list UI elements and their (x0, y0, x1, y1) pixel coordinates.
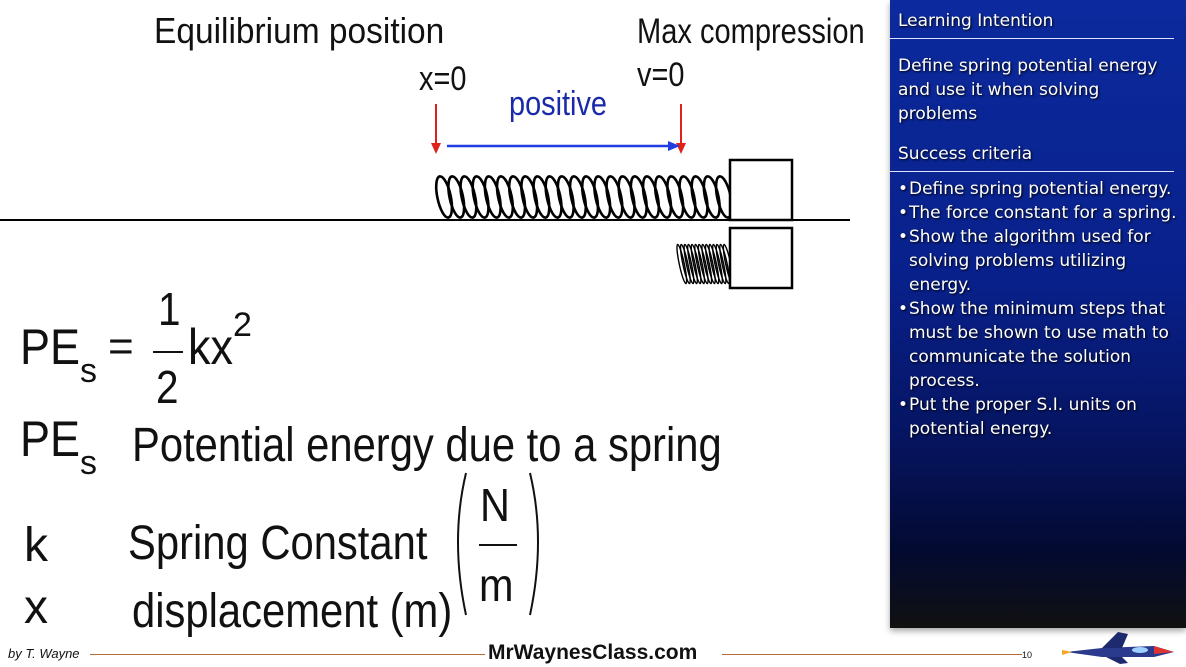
positive-arrowhead-icon (668, 141, 680, 151)
spring-coil (434, 175, 454, 219)
equilibrium-position-label: Equilibrium position (154, 10, 445, 51)
equation-lhs: PE (20, 319, 81, 375)
spring-coil (568, 175, 588, 219)
equation-fraction-bar (153, 351, 183, 353)
spring-coil (683, 243, 695, 285)
spring-coil (666, 175, 685, 219)
equation-equals: = (108, 322, 134, 371)
spring-coil (697, 243, 709, 285)
equation-denominator: 2 (156, 361, 179, 413)
equation-lhs-subscript: s (80, 352, 97, 390)
success-divider (890, 171, 1174, 172)
spring-coil (617, 175, 636, 219)
spring-coil (520, 175, 539, 219)
spring-coil (702, 175, 721, 219)
spring-coil (629, 175, 648, 219)
spring-coil (471, 175, 490, 219)
success-criteria-list: Define spring potential energy. The forc… (898, 177, 1182, 441)
author-label: by T. Wayne (8, 646, 80, 661)
spring-coil (678, 175, 697, 219)
pe-symbol: PE (20, 411, 81, 467)
spring-coil (711, 243, 724, 285)
equation-exponent: 2 (233, 306, 252, 344)
spring-diagram (0, 104, 850, 290)
compressed-spring-coils (676, 243, 734, 285)
spring-coil (701, 243, 713, 285)
unit-numerator: N (480, 479, 510, 531)
spring-coil (605, 175, 624, 219)
rocket-jet-icon (1062, 632, 1174, 664)
spring-coil (715, 243, 727, 285)
spring-coil (694, 243, 706, 285)
x-symbol: x (24, 581, 48, 634)
equilibrium-arrowhead-icon (431, 143, 441, 154)
footer-divider-left (90, 654, 485, 655)
success-criteria-title: Success criteria (898, 144, 1033, 164)
site-link[interactable]: MrWaynesClass.com (488, 641, 698, 664)
learning-intention-text: Define spring potential energy and use i… (898, 56, 1158, 124)
equation-rhs: kx (188, 319, 233, 375)
criteria-item: Define spring potential energy. (898, 177, 1182, 201)
learning-divider (890, 38, 1174, 39)
spring-coil (459, 175, 478, 219)
mass-block-compressed (728, 226, 794, 290)
spring-coil (580, 175, 600, 219)
spring-coil (676, 243, 688, 285)
spring-coils (434, 175, 734, 219)
x-definition: displacement (m) (132, 585, 453, 638)
spring-coil (532, 175, 551, 219)
criteria-item: Show the algorithm used for solving prob… (898, 225, 1182, 297)
criteria-item: The force constant for a spring. (898, 201, 1182, 225)
spring-coil (495, 175, 515, 219)
spring-coil (686, 243, 699, 285)
learning-intention-title: Learning Intention (898, 11, 1054, 31)
criteria-item: Show the minimum steps that must be show… (898, 297, 1182, 393)
spring-coil (447, 175, 466, 219)
k-definition: Spring Constant (128, 517, 428, 570)
page-number: 10 (1022, 650, 1033, 660)
spring-coil (483, 175, 502, 219)
spring-coil (507, 175, 527, 219)
spring-coil (679, 243, 691, 285)
spring-coil (641, 175, 661, 219)
pe-symbol-subscript: s (80, 444, 97, 482)
spring-coil (690, 243, 702, 285)
equation-numerator: 1 (158, 283, 181, 335)
k-symbol: k (24, 519, 48, 572)
max-compression-label: Max compression (637, 12, 865, 51)
spring-coil (653, 175, 673, 219)
spring-coil (690, 175, 709, 219)
footer-divider-right (722, 654, 1022, 655)
spring-coil (593, 175, 612, 219)
compression-arrowhead-icon (676, 143, 686, 154)
spring-coil (704, 243, 716, 285)
spring-coil (544, 175, 563, 219)
spring-coil (556, 175, 575, 219)
spring-coil (708, 243, 720, 285)
unit-denominator: m (479, 559, 514, 611)
x-zero-label: x=0 (419, 60, 467, 98)
v-zero-label: v=0 (637, 56, 685, 94)
pe-definition: Potential energy due to a spring (132, 419, 722, 472)
learning-panel: Learning Intention Define spring potenti… (890, 0, 1186, 628)
unit-parentheses (457, 472, 539, 616)
mass-block (728, 158, 794, 222)
positive-label: positive (509, 85, 607, 123)
criteria-item: Put the proper S.I. units on potential e… (898, 393, 1182, 441)
